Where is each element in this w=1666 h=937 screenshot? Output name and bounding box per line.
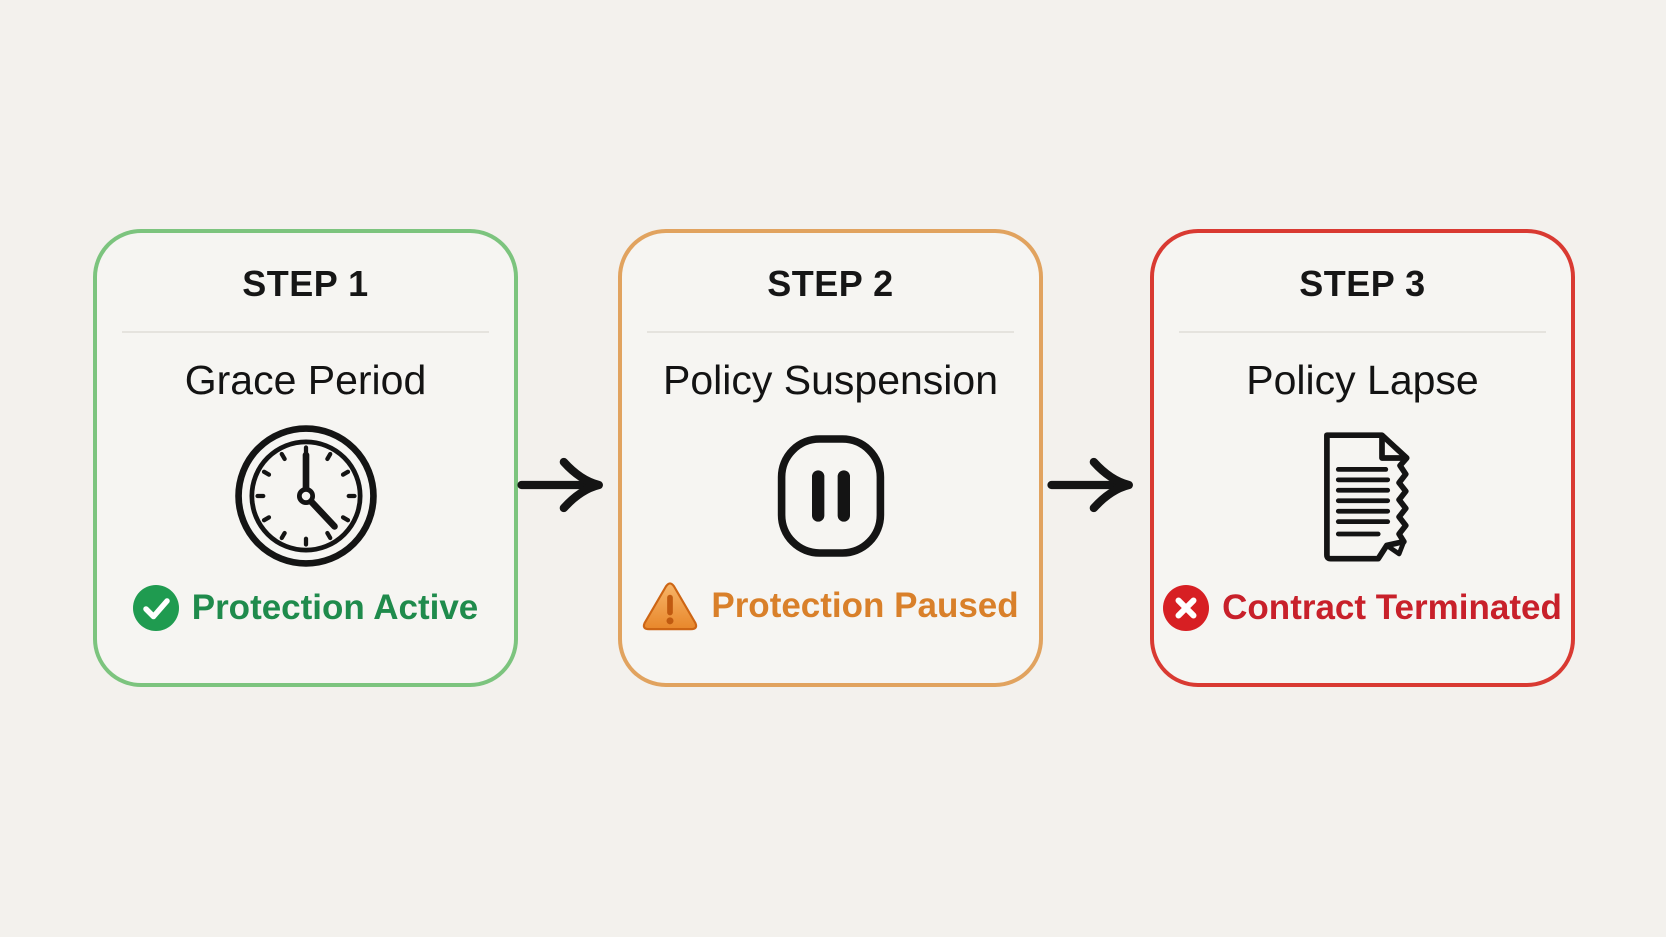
clock-icon xyxy=(230,412,382,580)
torn-document-icon xyxy=(1287,412,1439,580)
arrow-right-icon xyxy=(516,450,608,520)
card-divider xyxy=(647,331,1014,333)
pause-icon xyxy=(755,412,907,580)
check-circle-icon xyxy=(132,585,179,631)
step-card-grace-period: STEP 1 Grace Period xyxy=(93,229,518,687)
status-label: Contract Terminated xyxy=(1222,588,1562,627)
step-number-label: STEP 3 xyxy=(1299,263,1426,304)
card-title: Grace Period xyxy=(184,357,427,403)
step-card-policy-lapse: STEP 3 Policy Lapse xyxy=(1150,229,1575,687)
x-circle-icon xyxy=(1163,585,1210,631)
card-title: Policy Lapse xyxy=(1246,357,1479,403)
status-label: Protection Paused xyxy=(711,585,1019,625)
card-title: Policy Suspension xyxy=(662,357,999,403)
step-number-label: STEP 1 xyxy=(242,263,369,304)
status-label: Protection Active xyxy=(191,588,479,627)
warning-triangle-icon xyxy=(642,580,698,631)
status-row: Contract Terminated xyxy=(1163,585,1562,631)
arrow-right-icon xyxy=(1046,450,1138,520)
status-row: Protection Active xyxy=(132,585,479,631)
card-divider xyxy=(1179,331,1546,333)
step-card-policy-suspension: STEP 2 Policy Suspension xyxy=(618,229,1043,687)
status-row: Protection Paused xyxy=(642,580,1019,631)
card-divider xyxy=(122,331,489,333)
step-number-label: STEP 2 xyxy=(767,263,894,304)
